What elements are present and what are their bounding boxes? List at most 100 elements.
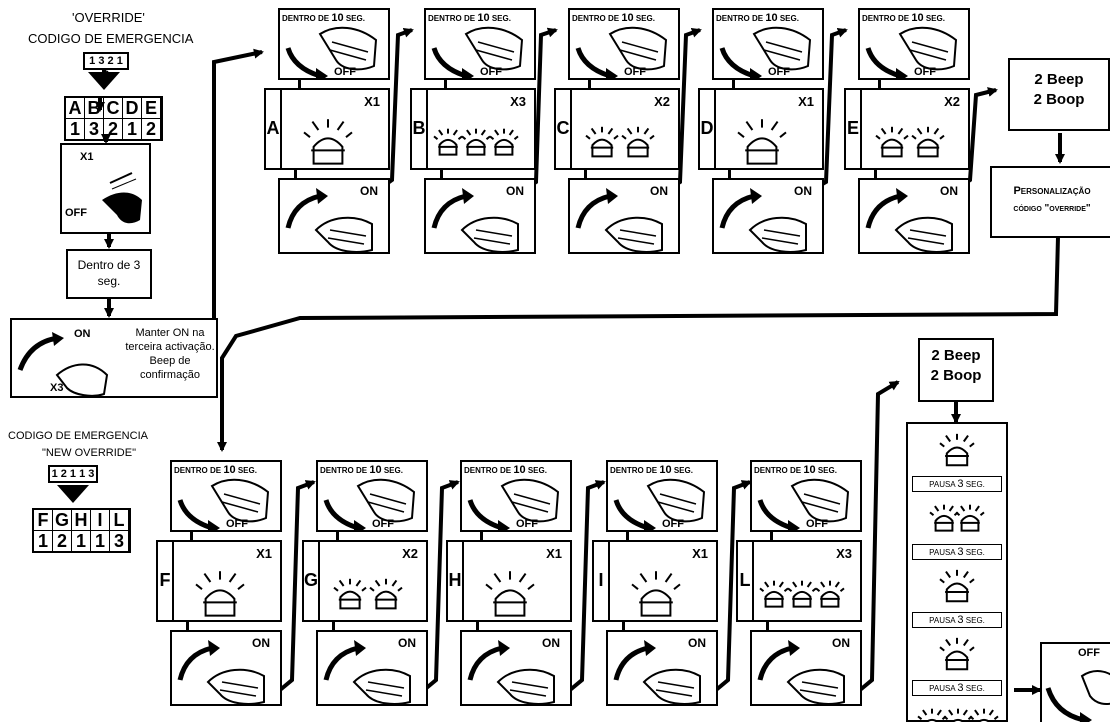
step-letter-tab [846, 90, 862, 168]
turn-off-arrow-icon [865, 26, 958, 78]
hand-key-icon [102, 172, 142, 224]
pause-num: 3 [957, 614, 964, 626]
lamp-icon [737, 119, 787, 165]
lamp-icon [621, 126, 655, 158]
within-prefix: DENTRO DE [862, 14, 912, 23]
code-letter: E [142, 98, 161, 119]
turn-off-arrow-icon [757, 478, 850, 530]
pause-num: 3 [957, 682, 964, 694]
code-letter: A [66, 98, 85, 119]
flash-count: X2 [402, 546, 418, 561]
pause-lamp-cell [908, 698, 1006, 722]
on-step-box: ON [278, 178, 390, 254]
flash-count: X3 [510, 94, 526, 109]
turn-on-arrow-icon [177, 640, 265, 704]
hand-key-on-icon [17, 332, 109, 397]
code-digit: 1 [66, 119, 85, 139]
boop-line: 2 Boop [930, 367, 982, 384]
lamp-icon [303, 119, 353, 165]
beep-box-top: 2 Beep 2 Boop [1008, 58, 1110, 131]
key-turn-box: X1 OFF [60, 143, 151, 234]
step-letter: G [304, 570, 319, 590]
on-step-box: ON [858, 178, 970, 254]
off-label: OFF [480, 66, 502, 78]
down-arrow-icon [728, 168, 731, 178]
down-arrow-icon [480, 530, 483, 540]
off-step-box: DENTRO DE 10 SEG.OFF [424, 8, 536, 80]
down-arrow-icon [186, 620, 189, 630]
light-step-box: L X3 [736, 540, 862, 622]
lamp-icon [369, 578, 403, 610]
step-letter: L [739, 570, 751, 590]
flash-count: X2 [654, 94, 670, 109]
turn-off-arrow-icon [467, 478, 560, 530]
within-3s-box: Dentro de 3 seg. [66, 249, 152, 299]
beep-line: 2 Beep [931, 347, 981, 364]
within-suffix: SEG. [489, 14, 511, 23]
off-label: OFF [806, 518, 828, 530]
within-num: 10 [369, 464, 382, 476]
turn-on-arrow-icon [323, 640, 411, 704]
pause-lamp-cell [908, 426, 1006, 474]
down-arrow-icon [444, 78, 447, 88]
off-label: OFF [334, 66, 356, 78]
pause-suffix: SEG. [963, 548, 985, 557]
on-step-box: ON [750, 630, 862, 706]
flash-count: X1 [256, 546, 272, 561]
lamp-icon [943, 708, 973, 722]
within-suffix: SEG. [815, 466, 837, 475]
code-letter: G [53, 510, 72, 531]
on-label: ON [542, 636, 560, 650]
off-step-box: DENTRO DE 10 SEG.OFF [712, 8, 824, 80]
off-label: OFF [624, 66, 646, 78]
step-letter: E [846, 118, 859, 138]
lamp-icon [461, 128, 491, 156]
down-arrow-icon [332, 620, 335, 630]
within-10s-label: DENTRO DE 10 SEG. [282, 12, 365, 24]
turn-off-arrow-icon [575, 26, 668, 78]
on-label: ON [506, 184, 524, 198]
lamp-icon [333, 578, 367, 610]
key-turn-off: OFF [65, 207, 87, 219]
turn-off-arrow-icon [719, 26, 812, 78]
step-letter-tab [158, 542, 174, 620]
personalization-box: Personalização código "override" [990, 166, 1110, 238]
within-prefix: DENTRO DE [754, 466, 804, 475]
pause-num: 3 [957, 478, 964, 490]
down-arrow-icon [766, 620, 769, 630]
on-step-box: ON [568, 178, 680, 254]
step-letter: D [700, 118, 714, 138]
turn-off-arrow-icon [613, 478, 706, 530]
on-label: ON [650, 184, 668, 198]
lamp-icon [911, 126, 945, 158]
within-num: 10 [513, 464, 526, 476]
within-suffix: SEG. [343, 14, 365, 23]
lamp-icon [929, 504, 959, 532]
pause-label: PAUSA 3 SEG. [912, 544, 1002, 560]
within-10s-label: DENTRO DE 10 SEG. [862, 12, 945, 24]
within-prefix: DENTRO DE [610, 466, 660, 475]
pause-suffix: SEG. [963, 616, 985, 625]
final-off-label: OFF [1078, 647, 1100, 659]
hold-on-box: ON X3 Manter ON na terceira activação. B… [10, 318, 218, 398]
override-code-box: 1 3 2 1 2 [83, 52, 129, 81]
override-title: 'OVERRIDE' [72, 10, 145, 25]
on-label: ON [794, 184, 812, 198]
down-arrow-icon [588, 78, 591, 88]
lamp-icon [759, 580, 789, 608]
step-letter: A [266, 118, 280, 138]
lamp-icon [485, 571, 535, 617]
flash-count: X3 [836, 546, 852, 561]
down-arrow-icon [190, 530, 193, 540]
pause-prefix: PAUSA [929, 548, 958, 557]
lamp-icon [489, 128, 519, 156]
within-10s-label: DENTRO DE 10 SEG. [464, 464, 547, 476]
step-letter: F [159, 570, 171, 590]
down-arrow-icon [336, 530, 339, 540]
lamp-icon [433, 128, 463, 156]
hold-on-label: ON [74, 328, 91, 340]
code-letter: H [72, 510, 91, 531]
off-step-box: DENTRO DE 10 SEG.OFF [460, 460, 572, 532]
